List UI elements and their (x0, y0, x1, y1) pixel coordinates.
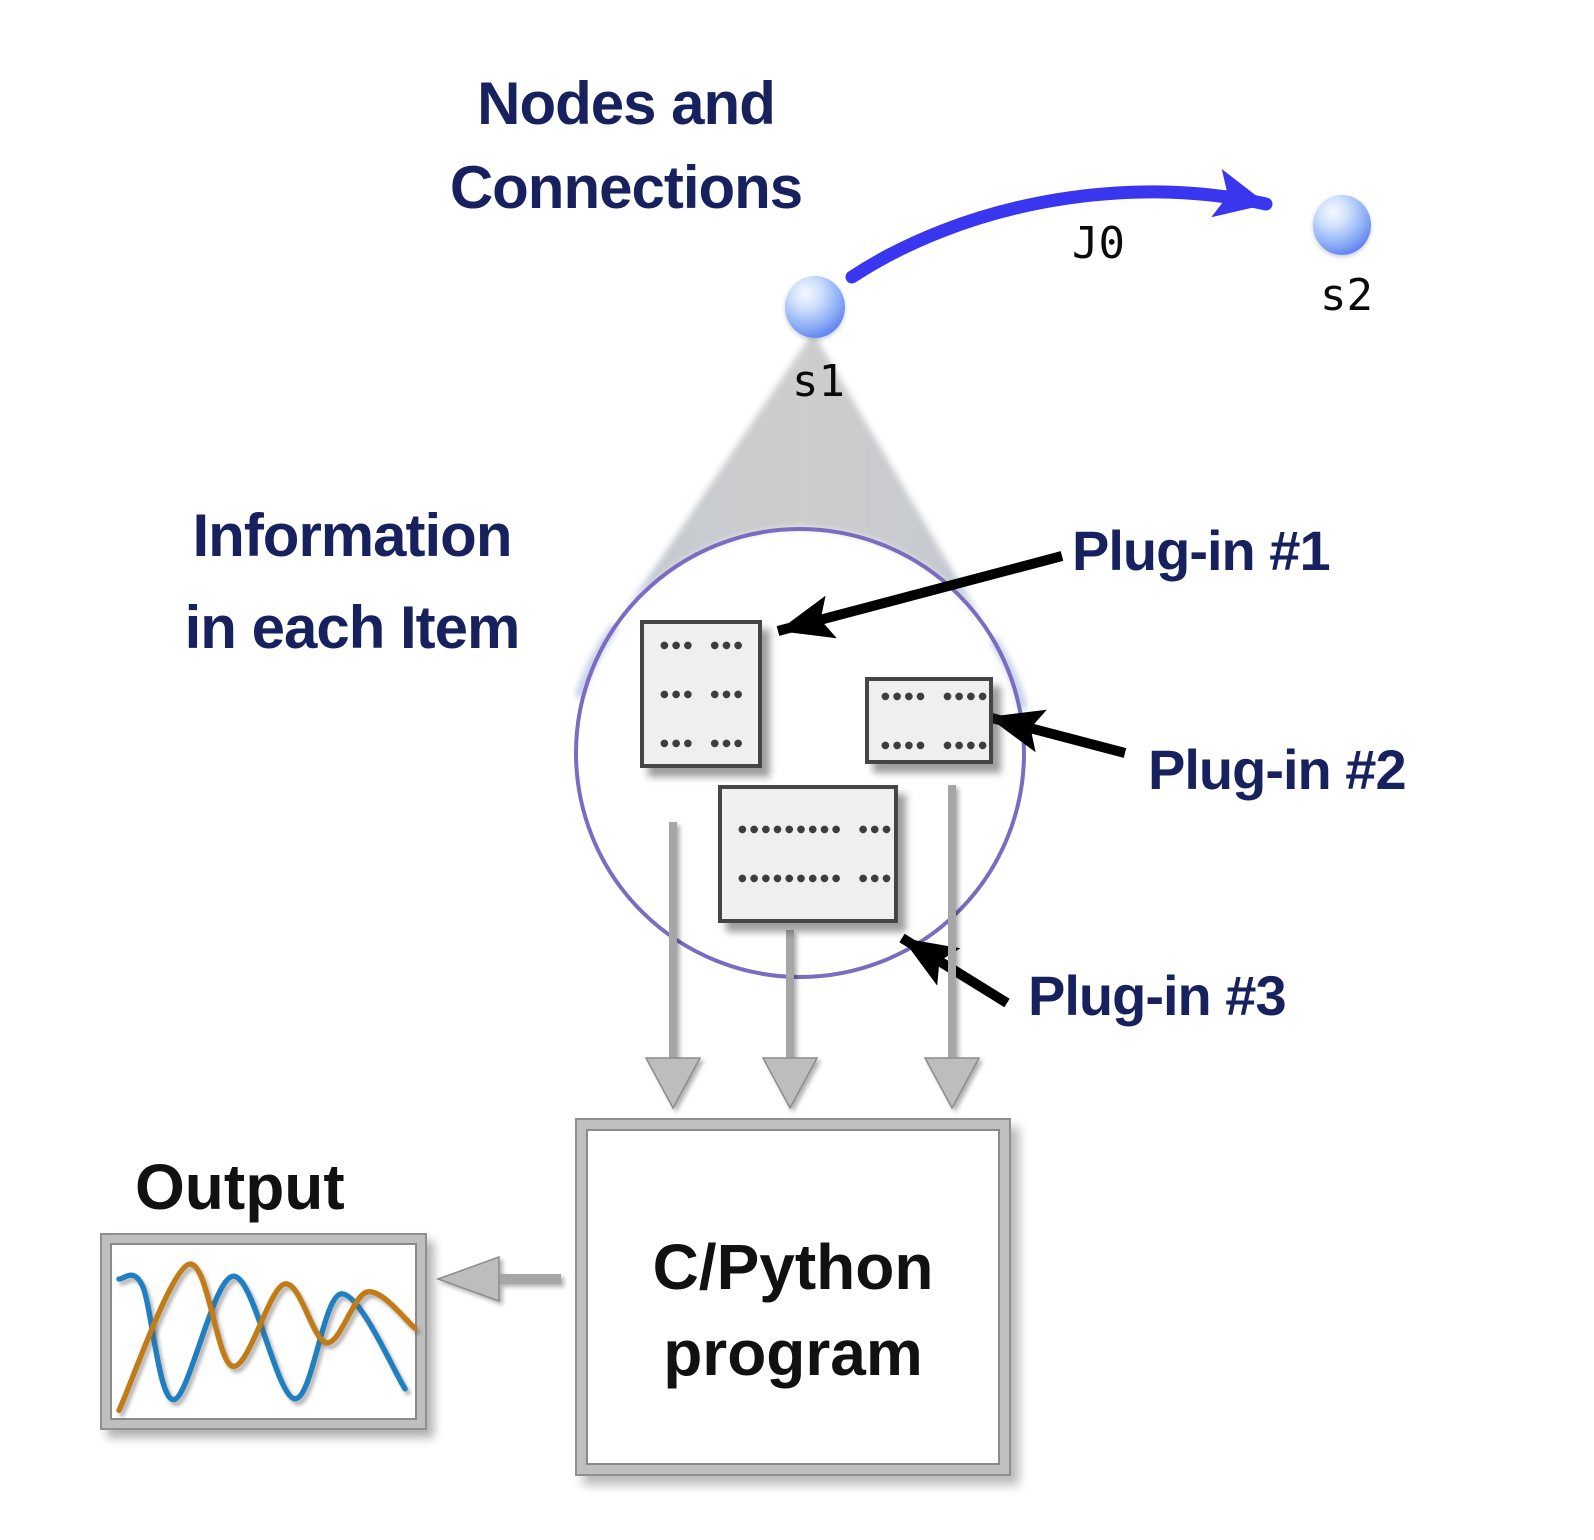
plugin1-dot-row: ●●● ●●● (660, 737, 746, 749)
orange-signal-curve (116, 1261, 418, 1414)
plugin1-dot-row: ●●● ●●● (660, 688, 746, 700)
information-caption-line1: Information (192, 502, 513, 569)
connection-arrow-j0 (845, 169, 1273, 284)
plugin2-data-box: ●●●● ●●●● ●●●● ●●●● (865, 677, 993, 764)
output-waveform-chart (116, 1261, 418, 1414)
information-caption: Information in each Item (102, 490, 602, 674)
program-box: C/Python program (575, 1118, 1011, 1476)
magnifier-circle (574, 527, 1026, 979)
plugin2-pointer-arrow (986, 709, 1127, 758)
plugin1-pointer-arrow (776, 551, 1064, 639)
plugin2-dot-row: ●●●● ●●●● (881, 739, 990, 751)
plugin2-label: Plug-in #2 (1148, 738, 1407, 801)
diagram-title: Nodes and Connections (306, 62, 946, 230)
plugin3-dot-row: ●●●●●●●●● ●●● (738, 824, 894, 835)
plugin3-data-box: ●●●●●●●●● ●●● ●●●●●●●●● ●●● (718, 785, 898, 923)
program-box-line1: C/Python (652, 1231, 934, 1303)
node-s2-label: s2 (1320, 270, 1373, 321)
output-arrow (435, 1255, 561, 1303)
plugin3-dot-row: ●●●●●●●●● ●●● (738, 873, 894, 884)
data-flow-arrow-left (644, 822, 702, 1110)
node-s1-label: s1 (792, 356, 845, 407)
plugin1-label: Plug-in #1 (1072, 519, 1331, 582)
node-s1 (785, 276, 845, 338)
program-box-line2: program (663, 1317, 923, 1389)
output-label: Output (135, 1151, 345, 1223)
data-flow-arrow-middle (761, 930, 819, 1110)
plugin1-dot-row: ●●● ●●● (660, 639, 746, 651)
blue-signal-curve (116, 1272, 408, 1403)
connection-j0-label: J0 (1072, 218, 1125, 269)
data-flow-arrow-right (923, 785, 981, 1110)
plugin1-data-box: ●●● ●●● ●●● ●●● ●●● ●●● (640, 620, 762, 768)
output-chart-box (100, 1233, 427, 1430)
spotlight-cone (614, 332, 994, 641)
plugin2-dot-row: ●●●● ●●●● (881, 690, 990, 702)
information-caption-line2: in each Item (184, 594, 521, 661)
diagram-title-line1: Nodes and (477, 70, 776, 137)
node-s2 (1313, 195, 1371, 255)
plugin3-label: Plug-in #3 (1028, 964, 1287, 1027)
diagram-title-line2: Connections (449, 154, 803, 221)
